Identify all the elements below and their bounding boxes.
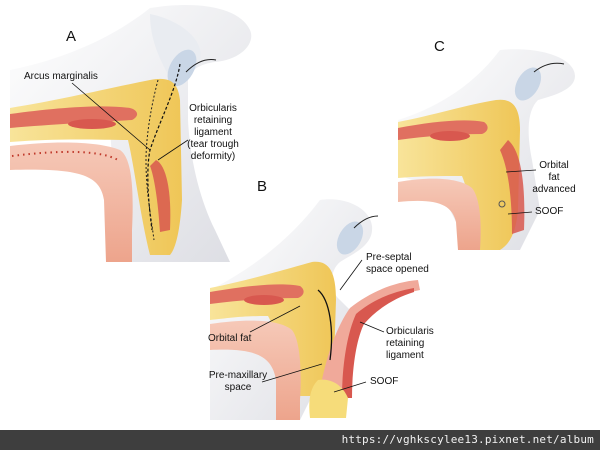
panel-b-orbital-fat-label: Orbital fat: [208, 333, 252, 344]
panel-c-soof-leader: [507, 211, 533, 215]
panel-b-letter: B: [257, 178, 268, 195]
panel-c-fat-line3: advanced: [532, 184, 576, 195]
panel-b-premaxillary-label: Pre-maxillary space: [208, 370, 268, 394]
panel-b-fat-leader: [249, 305, 301, 333]
panel-a-letter: A: [66, 28, 77, 45]
panel-b-premax-line2: space: [224, 382, 252, 393]
panel-c-cheek-muscle: [500, 140, 525, 234]
panel-a-muscle-ellipse: [68, 119, 116, 129]
panel-c-muscle-band: [398, 120, 488, 140]
panel-b-cornea: [336, 221, 364, 255]
panel-b-lashes: [353, 215, 379, 229]
panel-a-orbicularis-label: Orbicularis retaining ligament (tear tro…: [178, 103, 248, 163]
panel-b-premax-line1: Pre-maxillary: [208, 370, 268, 381]
panel-b-flap-muscle: [342, 288, 414, 398]
panel-c-lashes: [533, 62, 565, 73]
panel-a-cornea: [167, 49, 197, 87]
panel-c-soof-label: SOOF: [535, 206, 564, 217]
panel-a-arcus-line: [145, 79, 159, 241]
panel-b-orb-line3: ligament: [386, 350, 424, 361]
panel-a-orb-line4: (tear trough: [187, 139, 239, 150]
watermark-url: https://vghkscylee13.pixnet.net/album: [341, 433, 594, 446]
panel-b-illustration: [210, 199, 420, 420]
panel-c-cornea: [514, 67, 542, 101]
panel-a-orb-line3: ligament: [194, 127, 232, 138]
panel-b-premax-leader: [261, 363, 323, 383]
panel-a-orb-line5: deformity): [190, 151, 236, 162]
panel-c-fat-line2: fat: [548, 172, 560, 183]
panel-a-cheek-muscle: [150, 160, 171, 232]
panel-a-arcus-label: Arcus marginalis: [24, 71, 98, 82]
panel-b-soof: [309, 379, 348, 418]
panel-b-orb-leader: [359, 321, 385, 333]
panel-b-orb-line1: Orbicularis: [386, 326, 434, 337]
panel-a-arcus-leader: [71, 82, 151, 151]
panel-b-soof-label: SOOF: [370, 376, 399, 387]
panel-b-orbicularis-label: Orbicularis retaining ligament: [386, 326, 434, 362]
panel-a-orb-leader: [157, 139, 189, 161]
panel-a-orb-line2: retaining: [193, 115, 233, 126]
panel-a-lashes: [185, 59, 217, 73]
panel-c-suture-dot: [498, 200, 506, 208]
panel-c-letter: C: [434, 38, 445, 55]
panel-a-illustration: [10, 4, 252, 263]
panel-b-muscle-ellipse: [244, 295, 284, 305]
panel-c-illustration: [398, 49, 575, 251]
panel-b-presep-line2: space opened: [366, 264, 429, 275]
panel-b-orb-line2: retaining: [386, 338, 425, 349]
panel-c-orbital-fat-label: Orbital fat advanced: [530, 160, 578, 196]
panel-a-orb-line1: Orbicularis: [189, 103, 237, 114]
panel-a-bone-dots: [11, 150, 119, 161]
panel-c-bone: [398, 178, 481, 250]
panel-c-fat-leader: [505, 169, 537, 173]
watermark-bar: https://vghkscylee13.pixnet.net/album: [0, 430, 600, 450]
panel-b-septum-curve: [317, 289, 333, 361]
panel-b-muscle-band: [210, 284, 304, 304]
panel-b-presep-label: Pre-septal space opened: [366, 252, 429, 276]
panel-b-presep-leader: [339, 259, 363, 291]
panel-b-soof-leader: [333, 381, 367, 393]
panel-c-orbital-fat: [398, 99, 520, 250]
panel-b-presep-line1: Pre-septal: [366, 252, 412, 263]
panel-b-bone: [210, 320, 301, 420]
panel-c-muscle-ellipse: [430, 131, 470, 141]
panel-a-bone: [10, 142, 133, 262]
panel-c-fat-line1: Orbital: [539, 160, 569, 171]
